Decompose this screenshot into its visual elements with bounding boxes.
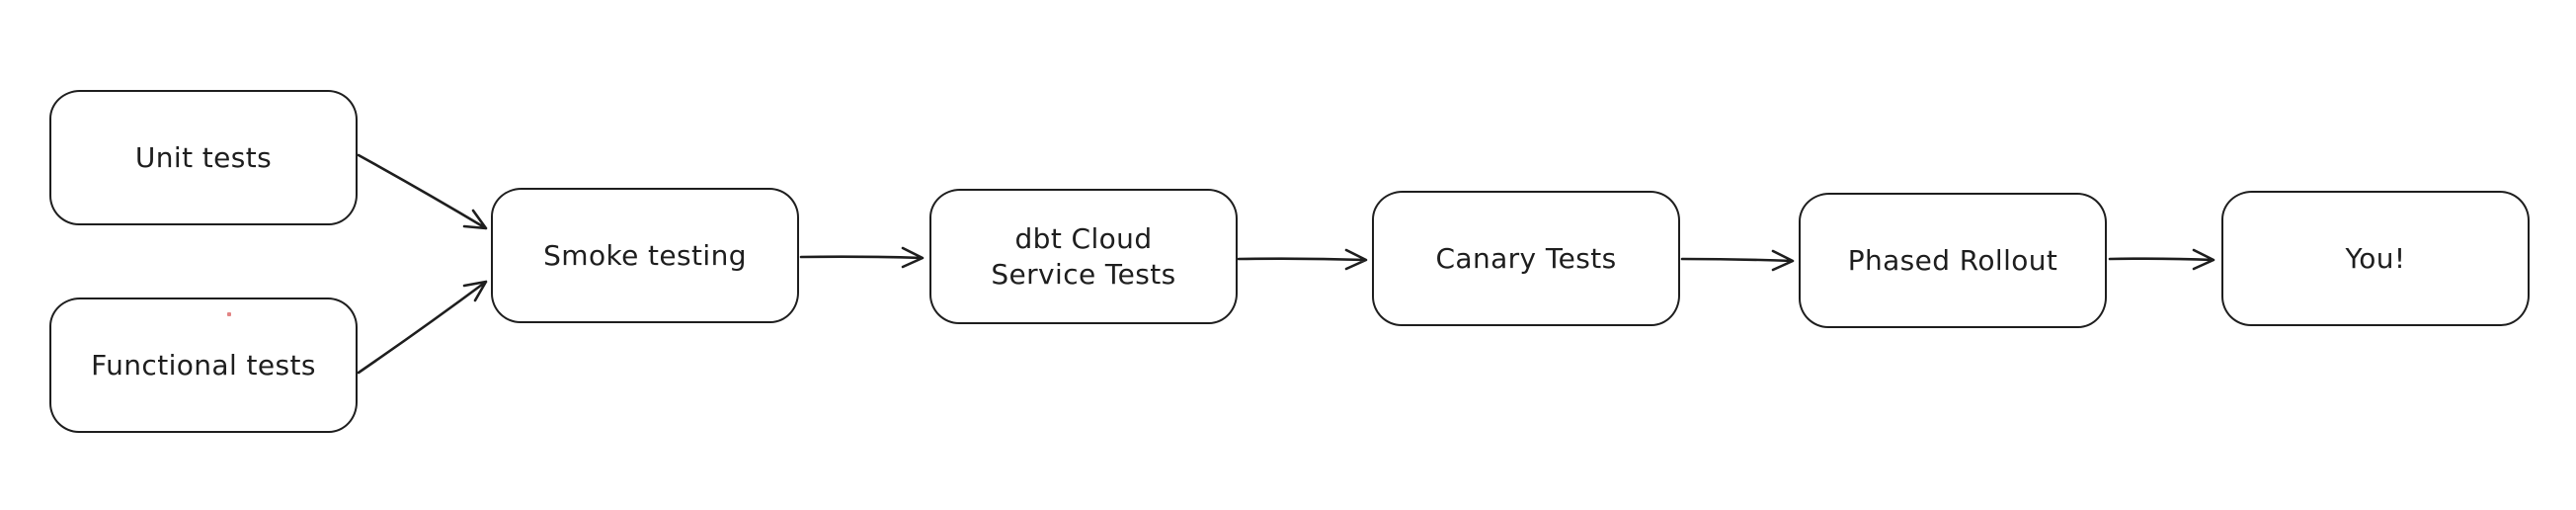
node-you: You! — [2221, 191, 2530, 326]
arrow-dbt-cloud-service-tests-to-canary-tests — [1237, 248, 1368, 271]
node-label-line-2: Service Tests — [991, 257, 1176, 291]
node-smoke-testing: Smoke testing — [491, 188, 799, 323]
arrow-unit-tests-to-smoke-testing — [357, 153, 488, 230]
node-unit-tests: Unit tests — [49, 90, 358, 225]
arrow-smoke-testing-to-dbt-cloud-service-tests — [799, 246, 925, 269]
node-phased-rollout: Phased Rollout — [1799, 193, 2107, 328]
node-dbt-cloud-service-tests: dbt Cloud Service Tests — [929, 189, 1238, 324]
red-dot-artifact — [227, 312, 231, 316]
node-canary-tests: Canary Tests — [1372, 191, 1680, 326]
node-label: Smoke testing — [543, 238, 747, 272]
node-label: Canary Tests — [1435, 241, 1617, 275]
arrow-functional-tests-to-smoke-testing — [357, 280, 488, 375]
node-label: You! — [2345, 241, 2406, 275]
arrow-phased-rollout-to-you — [2108, 248, 2215, 271]
node-label: Phased Rollout — [1847, 243, 2058, 277]
node-functional-tests: Functional tests — [49, 298, 358, 433]
arrow-canary-tests-to-phased-rollout — [1680, 249, 1795, 272]
node-label-line-1: dbt Cloud — [1014, 221, 1153, 255]
node-label: Unit tests — [134, 140, 273, 174]
node-label: Functional tests — [91, 348, 316, 382]
